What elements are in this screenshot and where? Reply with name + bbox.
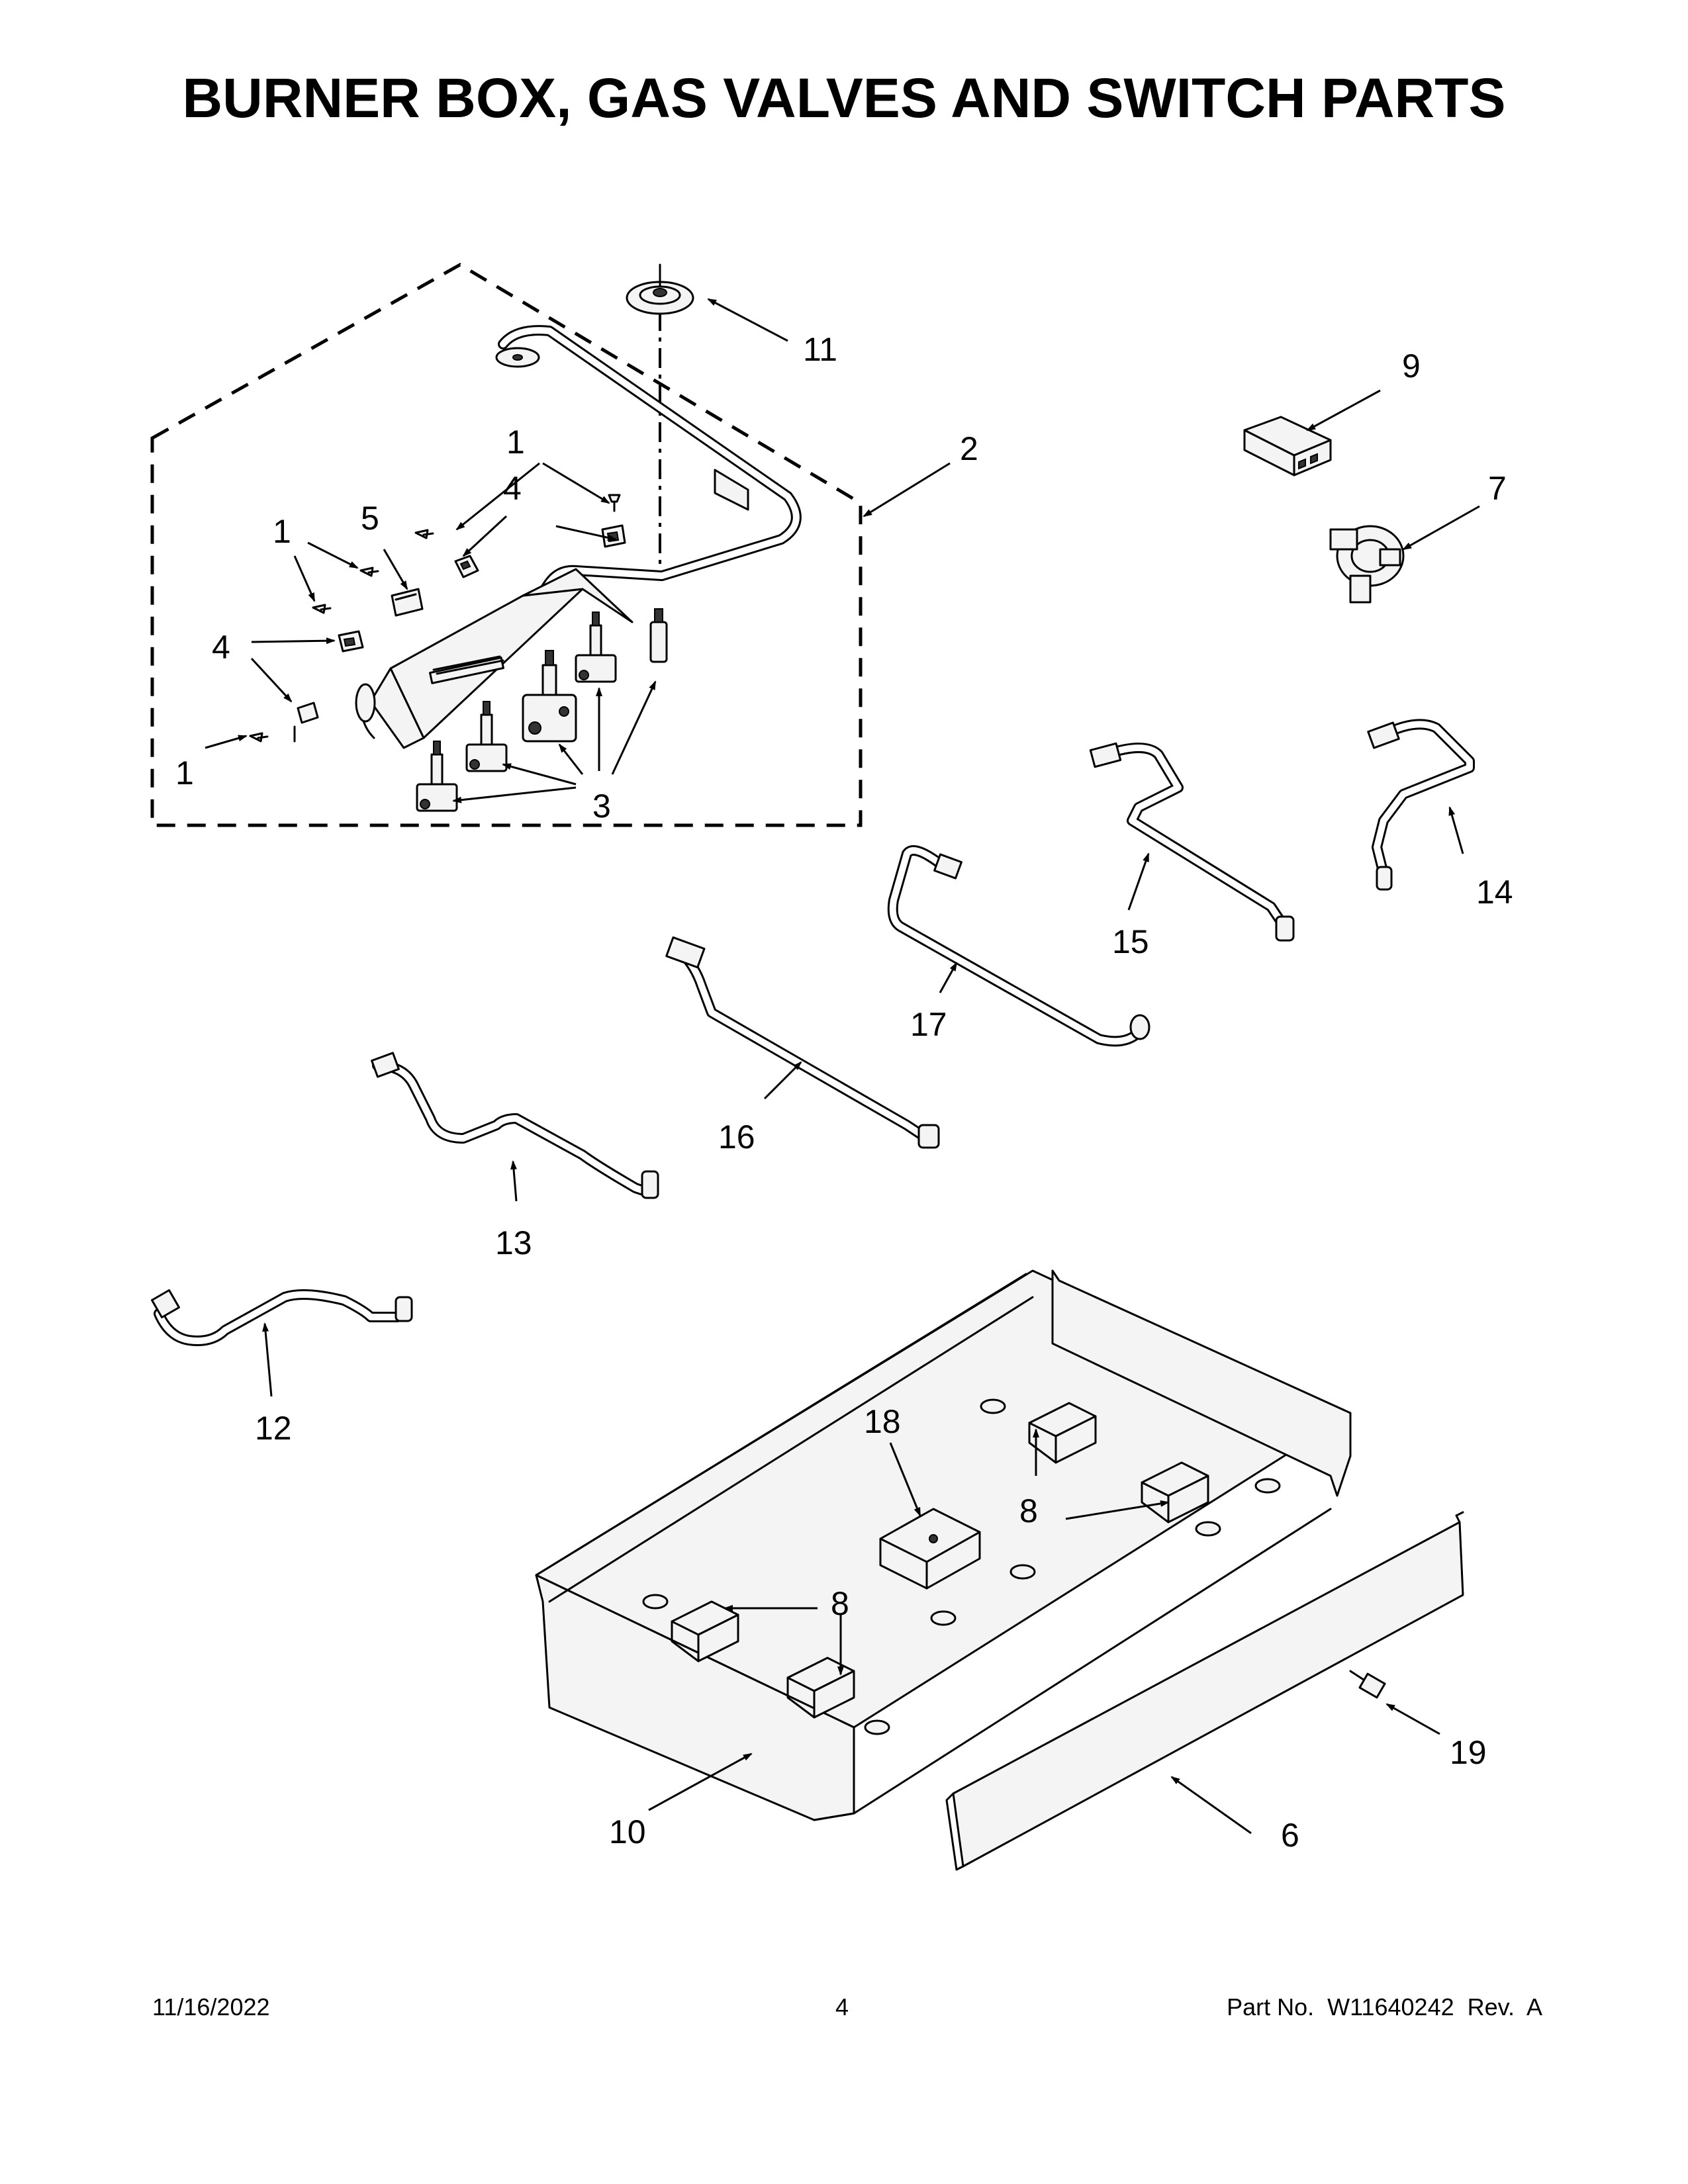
callout-8b: 8 <box>831 1585 849 1622</box>
callout-1a: 1 <box>506 424 525 461</box>
callout-3: 3 <box>592 788 611 825</box>
leader-lines <box>205 298 1480 1835</box>
ignition-switch-bar <box>429 655 504 684</box>
part-1-screw-d[interactable] <box>312 604 332 614</box>
callout-2: 2 <box>960 430 978 467</box>
part-13-gas-tube[interactable] <box>371 1052 659 1199</box>
callout-1c: 1 <box>175 754 194 792</box>
page-title: BURNER BOX, GAS VALVES AND SWITCH PARTS <box>182 67 1506 129</box>
part-8-burner-bracket-3[interactable] <box>1028 1402 1097 1464</box>
callout-labels: 11 9 2 7 1 4 5 1 4 1 3 14 15 17 16 13 12… <box>175 331 1513 1854</box>
part-6-front-panel[interactable] <box>945 1511 1464 1871</box>
part-16-gas-tube[interactable] <box>665 936 940 1149</box>
callout-8a: 8 <box>1019 1492 1038 1529</box>
burner-box-channel <box>355 568 633 749</box>
footer-date: 11/16/2022 <box>152 1993 270 2021</box>
callout-13: 13 <box>495 1224 532 1261</box>
callout-14: 14 <box>1476 874 1513 911</box>
callout-12: 12 <box>255 1410 292 1447</box>
callout-10: 10 <box>609 1813 646 1850</box>
callout-9: 9 <box>1402 347 1421 385</box>
gas-manifold-tube <box>495 325 802 598</box>
part-18-center-bracket[interactable] <box>879 1508 981 1590</box>
part-11-burner-orifice[interactable] <box>626 263 694 315</box>
part-9-spark-module[interactable] <box>1243 416 1332 477</box>
assembly-boundary-dashed <box>150 263 863 827</box>
callout-1b: 1 <box>273 513 291 550</box>
part-3-gas-valve-5[interactable] <box>649 608 668 663</box>
callout-11: 11 <box>803 331 837 368</box>
callout-4b: 4 <box>212 629 230 666</box>
callout-6: 6 <box>1281 1817 1299 1854</box>
callout-16: 16 <box>718 1118 755 1156</box>
footer-part-number: Part No. W11640242 Rev. A <box>1227 1993 1542 2021</box>
part-4-bracket-d[interactable] <box>293 702 319 743</box>
callout-4a: 4 <box>503 470 522 507</box>
part-17-gas-tube[interactable] <box>887 845 1150 1047</box>
part-3-gas-valve-4[interactable] <box>575 612 617 683</box>
callout-7: 7 <box>1488 470 1507 507</box>
callout-15: 15 <box>1112 923 1149 960</box>
footer-page-number: 4 <box>835 1993 849 2021</box>
callout-19: 19 <box>1450 1734 1487 1771</box>
part-4-bracket-c[interactable] <box>338 630 364 653</box>
part-3-gas-valve-2[interactable] <box>465 701 508 772</box>
part-14-gas-tube[interactable] <box>1367 719 1475 891</box>
tray-burner-holes <box>642 1398 1281 1735</box>
part-3-gas-valve-3[interactable] <box>522 650 577 743</box>
part-5-switch[interactable] <box>391 588 424 617</box>
part-1-screw-a[interactable] <box>608 494 621 512</box>
part-8-burner-bracket-2[interactable] <box>786 1657 855 1719</box>
callout-17: 17 <box>910 1006 947 1043</box>
part-12-gas-tube[interactable] <box>151 1289 413 1346</box>
part-1-screw-b[interactable] <box>414 529 434 539</box>
part-10-burner-box-tray[interactable] <box>535 1269 1352 1821</box>
part-15-gas-tube[interactable] <box>1089 742 1295 942</box>
part-8-burner-bracket-1[interactable] <box>671 1600 739 1662</box>
part-1-screw-c[interactable] <box>359 567 379 577</box>
callout-5: 5 <box>361 500 379 537</box>
part-1-screw-e[interactable] <box>249 732 269 743</box>
part-4-bracket-a[interactable] <box>454 555 479 578</box>
part-8-burner-bracket-4[interactable] <box>1141 1461 1209 1524</box>
part-19-screw[interactable] <box>1349 1670 1386 1699</box>
callout-18: 18 <box>864 1403 901 1440</box>
part-7-pressure-regulator[interactable] <box>1329 525 1405 604</box>
part-4-bracket-b[interactable] <box>601 524 626 548</box>
part-3-gas-valve-1[interactable] <box>416 741 458 812</box>
